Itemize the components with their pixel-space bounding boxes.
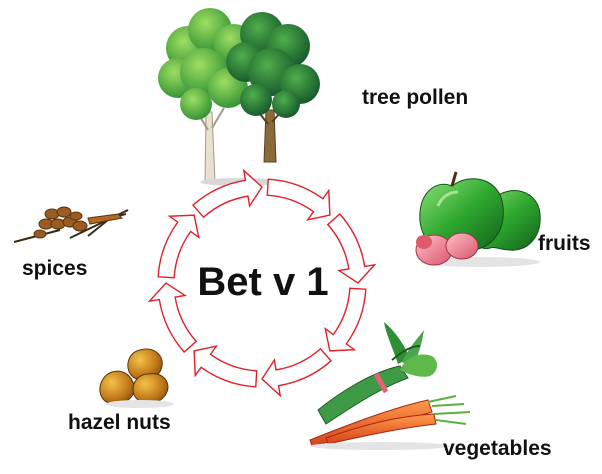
ring-arrow [262,349,331,396]
center-label: Bet v 1 [183,260,343,305]
apple-icon [416,172,540,267]
label-spices: spices [22,257,87,281]
label-hazel-nuts: hazel nuts [68,411,171,435]
label-tree-pollen: tree pollen [362,86,468,110]
hazelnut-icon [100,349,174,408]
spices-icon [14,207,128,242]
label-fruits: fruits [538,232,591,256]
ring-arrow [194,346,257,387]
tree-icon [158,8,320,186]
label-vegetables: vegetables [443,437,552,461]
ring-arrow [193,170,262,217]
ring-arrow [267,179,330,220]
